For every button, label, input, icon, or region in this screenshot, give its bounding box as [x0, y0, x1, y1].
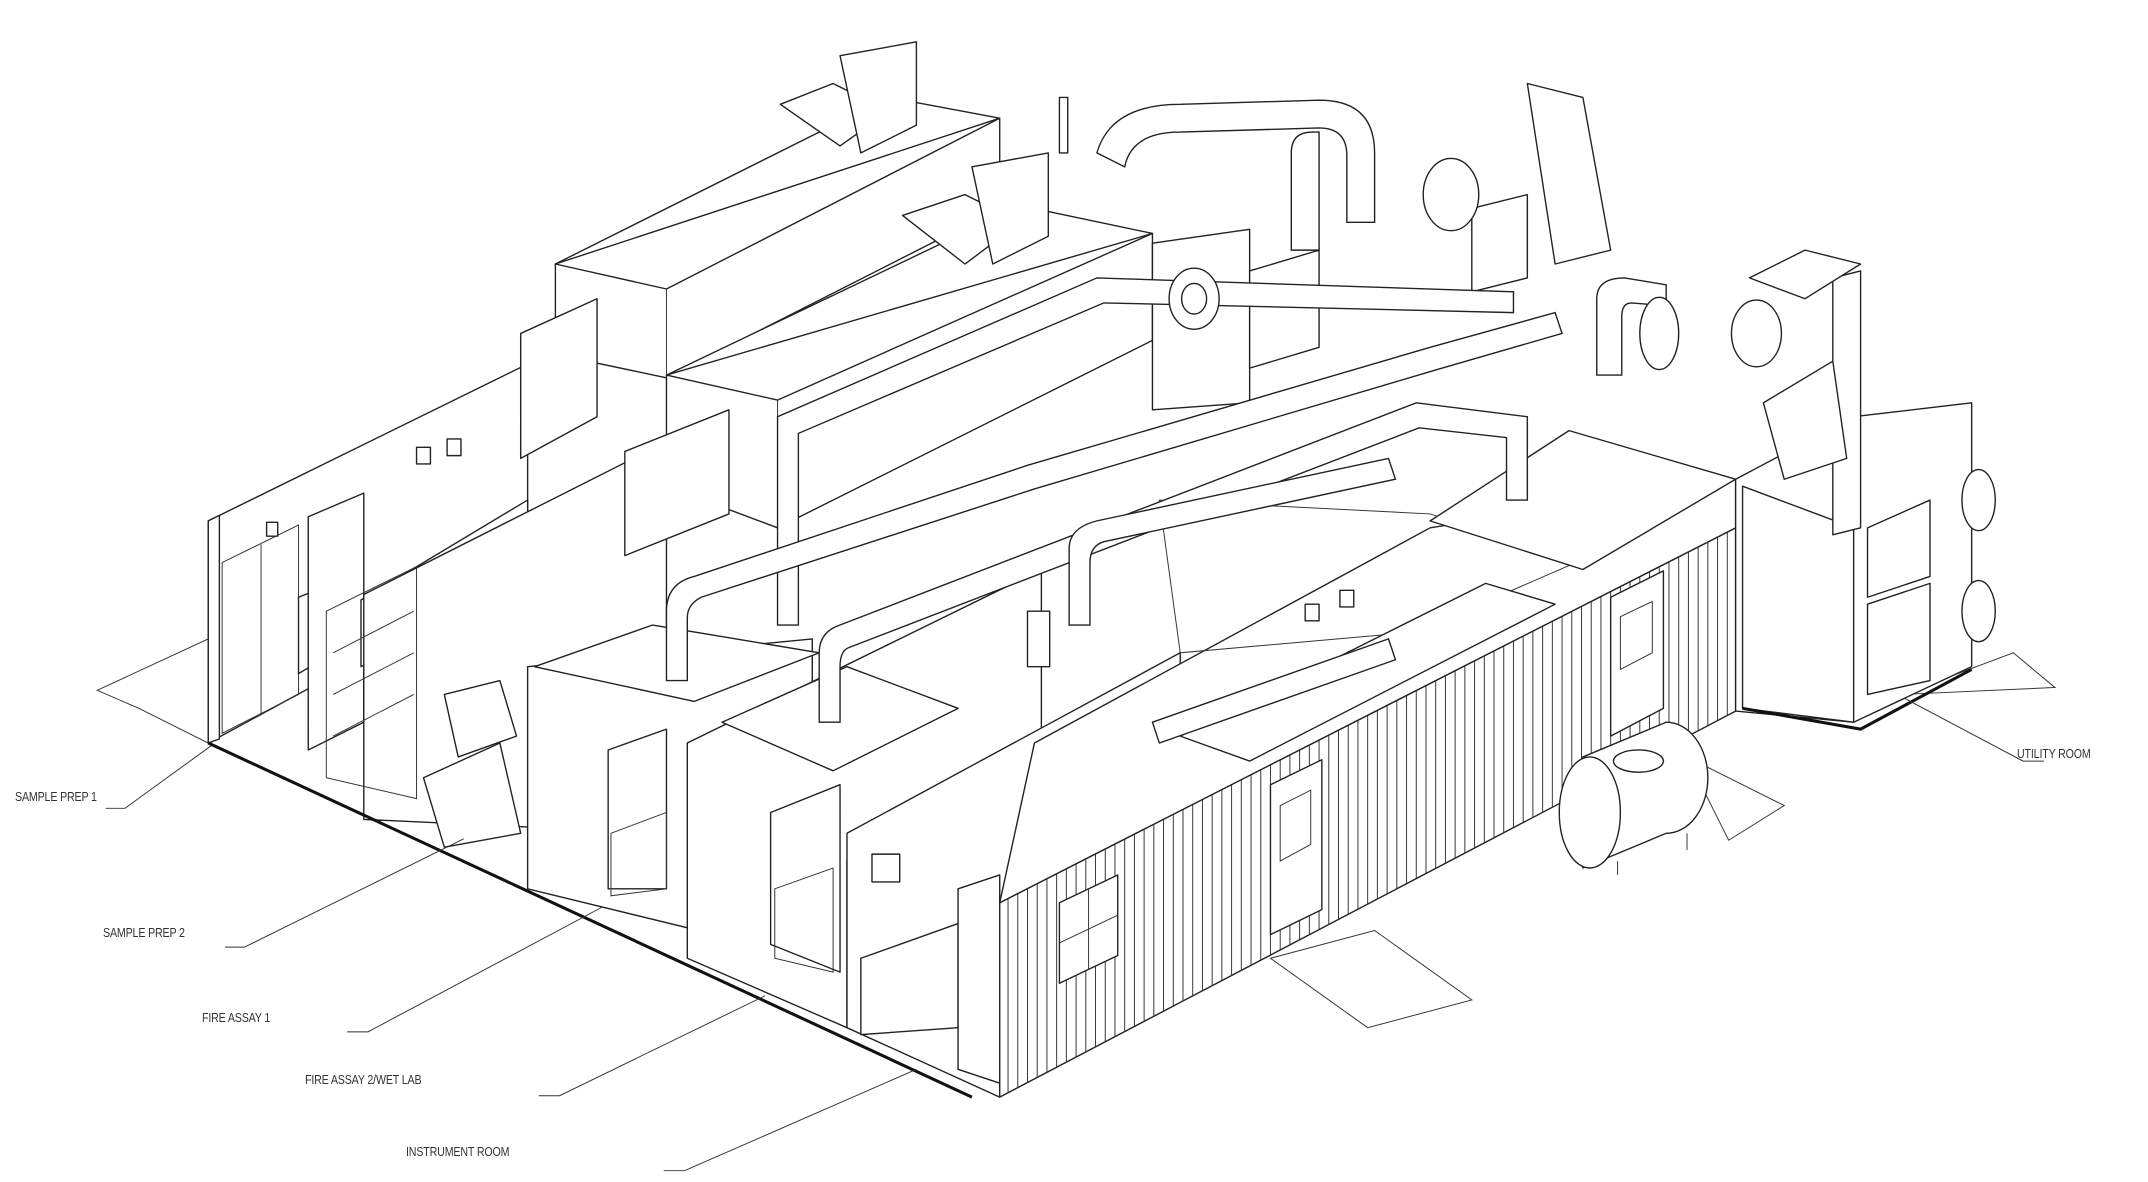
label-sample-prep-1: SAMPLE PREP 1	[15, 789, 97, 804]
leader-instrument-room	[663, 1068, 917, 1172]
leader-sample-prep-1	[105, 745, 212, 809]
leader-lines	[105, 698, 2044, 1172]
door	[1609, 570, 1665, 737]
label-fire-assay-2-wet-lab: FIRE ASSAY 2/WET LAB	[305, 1072, 422, 1087]
water-tank	[1558, 721, 1709, 875]
exhaust-pipes	[665, 99, 1783, 744]
label-sample-prep-2: SAMPLE PREP 2	[103, 925, 185, 940]
leader-sample-prep-2	[224, 838, 464, 948]
door	[1269, 759, 1323, 936]
label-utility-room: UTILITY ROOM	[2017, 746, 2091, 761]
utility-room-module	[1734, 249, 1996, 723]
floor-edges	[207, 668, 1973, 1099]
label-instrument-room: INSTRUMENT ROOM	[406, 1144, 510, 1159]
label-fire-assay-1: FIRE ASSAY 1	[202, 1010, 271, 1025]
leader-fire-assay-1	[347, 906, 603, 1033]
leader-fire-assay-2	[538, 995, 766, 1097]
leader-utility-room	[1904, 698, 2044, 762]
wet-lab-interior	[999, 429, 1737, 904]
